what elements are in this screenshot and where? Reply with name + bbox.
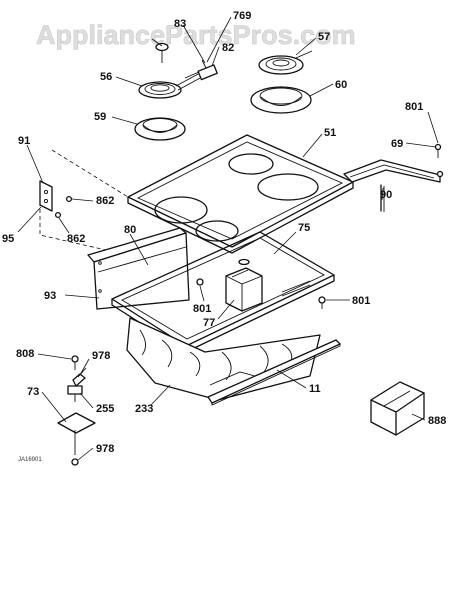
parts-kit-box [370, 381, 425, 436]
label-90: 90 [380, 189, 392, 201]
label-73: 73 [27, 386, 39, 398]
label-51: 51 [324, 127, 336, 139]
label-233: 233 [135, 403, 153, 415]
screw-801-right [318, 296, 326, 309]
screw-862-upper [65, 195, 73, 203]
cooktop-frame [111, 231, 335, 353]
surface-unit-large-assembly [250, 50, 313, 114]
label-978-lower: 978 [96, 443, 114, 455]
label-801-right: 801 [352, 295, 370, 307]
label-95: 95 [2, 233, 14, 245]
clip-978-upper [72, 367, 87, 387]
front-trim-rail [87, 227, 190, 310]
label-808: 808 [16, 348, 34, 360]
label-255: 255 [96, 403, 114, 415]
leader-lines [17, 16, 439, 461]
label-75: 75 [298, 222, 310, 234]
label-978-upper: 978 [92, 350, 110, 362]
burner-box [126, 317, 321, 401]
infinite-switch-box [225, 258, 263, 312]
label-91: 91 [18, 135, 30, 147]
label-769: 769 [233, 10, 251, 22]
label-59: 59 [94, 111, 106, 123]
label-77: 77 [203, 317, 215, 329]
label-862-upper: 862 [96, 195, 114, 207]
label-11: 11 [309, 383, 321, 395]
label-82: 82 [222, 42, 234, 54]
screw-69 [434, 143, 442, 158]
screw-978-lower [71, 458, 79, 466]
surface-unit-small-assembly [134, 42, 203, 141]
terminal-block-255 [67, 385, 83, 402]
front-trim-11 [207, 339, 341, 406]
rear-bracket [343, 159, 441, 212]
label-93: 93 [44, 290, 56, 302]
label-69: 69 [391, 138, 403, 150]
label-80: 80 [124, 224, 136, 236]
label-801-top: 801 [405, 101, 423, 113]
screw-801-center [196, 278, 204, 286]
screw-862-lower [54, 211, 62, 219]
drawing-code: JA16901 [18, 457, 42, 463]
label-888: 888 [428, 415, 446, 427]
label-801-center: 801 [193, 303, 211, 315]
insulation-plate-73 [57, 412, 96, 455]
label-56: 56 [100, 71, 112, 83]
part-labels: 769 83 82 57 56 60 59 801 69 51 91 862 9… [2, 10, 446, 455]
screw-801-right-top [436, 170, 444, 178]
screw-808 [71, 355, 79, 370]
label-862-lower: 862 [67, 233, 85, 245]
cooktop-top-panel [127, 134, 354, 254]
side-bracket [39, 149, 129, 256]
label-57: 57 [318, 31, 330, 43]
receptacle-block [184, 59, 218, 81]
watermark: AppliancePartsPros.com [36, 20, 356, 50]
label-83: 83 [174, 18, 186, 30]
label-60: 60 [335, 79, 347, 91]
